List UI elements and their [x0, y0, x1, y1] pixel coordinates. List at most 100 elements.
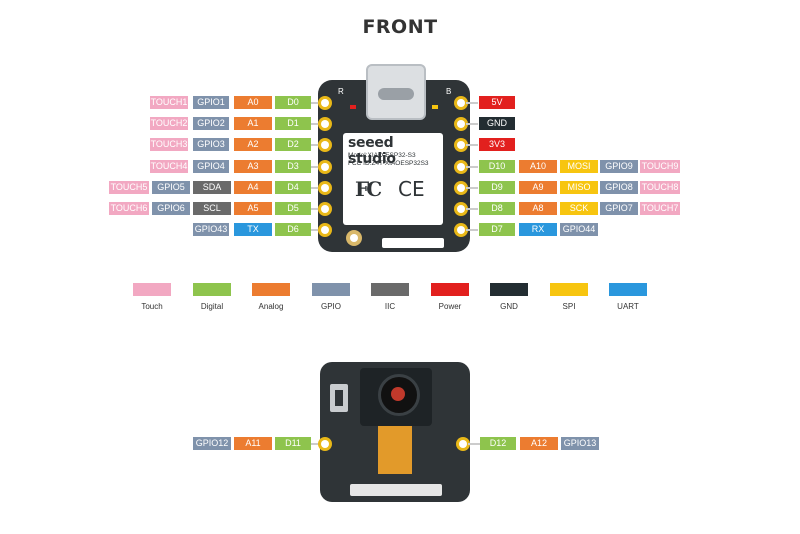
pin-pad	[318, 138, 332, 152]
pin-label-touch: TOUCH8	[640, 181, 680, 194]
pin-label-analog: A2	[234, 138, 272, 151]
legend-swatch-power	[431, 283, 469, 296]
pin-label-digital: D3	[275, 160, 311, 173]
pin-label-gpio: GPIO6	[152, 202, 190, 215]
legend-label-digital: Digital	[200, 302, 224, 311]
pin-label-gpio: GPIO7	[600, 202, 638, 215]
pin-label-gpio: GPIO13	[561, 437, 599, 450]
pin-label-digital: D7	[479, 223, 515, 236]
pin-label-digital: D9	[479, 181, 515, 194]
page-title: FRONT	[362, 16, 438, 38]
pin-label-digital: D11	[275, 437, 311, 450]
pin-pad	[318, 181, 332, 195]
usb-c-connector	[366, 64, 426, 120]
pin-connector-line	[468, 443, 480, 445]
legend-label-gnd: GND	[500, 302, 518, 311]
pin-connector-line	[311, 187, 321, 189]
pin-label-gpio: GPIO1	[193, 96, 229, 109]
pin-label-touch: TOUCH9	[640, 160, 680, 173]
camera-lens-icon	[378, 374, 420, 416]
legend-swatch-spi	[550, 283, 588, 296]
pin-label-uart: RX	[519, 223, 557, 236]
pin-label-analog: A5	[234, 202, 272, 215]
microphone-icon	[330, 384, 348, 412]
pin-pad	[454, 160, 468, 174]
pin-label-touch: TOUCH3	[150, 138, 188, 151]
pin-connector-line	[311, 229, 321, 231]
legend-label-uart: UART	[617, 302, 639, 311]
pin-pad	[318, 223, 332, 237]
legend-swatch-gpio	[312, 283, 350, 296]
back-connector	[350, 484, 442, 496]
legend-label-spi: SPI	[562, 302, 576, 311]
pin-pad	[454, 181, 468, 195]
pin-label-gpio: GPIO3	[193, 138, 229, 151]
pin-pad	[318, 96, 332, 110]
pin-label-touch: TOUCH4	[150, 160, 188, 173]
pin-pad	[318, 437, 332, 451]
pin-label-digital: D8	[479, 202, 515, 215]
legend-label-touch: Touch	[141, 302, 163, 311]
model-text: Model:XIAO-ESP32-S3	[348, 152, 416, 159]
pin-label-gpio: GPIO4	[193, 160, 229, 173]
legend-label-iic: IIC	[384, 302, 396, 311]
pin-label-gnd: GND	[479, 117, 515, 130]
pin-label-gpio: GPIO12	[193, 437, 231, 450]
pin-connector-line	[311, 166, 321, 168]
legend-swatch-gnd	[490, 283, 528, 296]
pin-connector-line	[466, 144, 478, 146]
pin-label-spi: MOSI	[560, 160, 598, 173]
pin-label-spi: MISO	[560, 181, 598, 194]
fcc-id-text: FCC ID:Z4T-XIAOESP32S3	[348, 160, 429, 167]
pin-pad	[318, 202, 332, 216]
pin-label-touch: TOUCH5	[109, 181, 149, 194]
pin-label-touch: TOUCH6	[109, 202, 149, 215]
pin-connector-line	[311, 102, 321, 104]
legend-swatch-touch	[133, 283, 171, 296]
camera-module	[360, 368, 432, 426]
pin-label-power: 5V	[479, 96, 515, 109]
legend-swatch-analog	[252, 283, 290, 296]
pin-label-analog: A3	[234, 160, 272, 173]
back-board	[320, 362, 470, 502]
legend-label-analog: Analog	[258, 302, 284, 311]
pin-label-analog: A4	[234, 181, 272, 194]
pin-label-iic: SDA	[193, 181, 231, 194]
pin-connector-line	[466, 187, 478, 189]
antenna-connector-icon	[346, 230, 362, 246]
pin-label-analog: A11	[234, 437, 272, 450]
silk-label-b: B	[446, 87, 452, 96]
pin-label-analog: A1	[234, 117, 272, 130]
pin-connector-line	[466, 208, 478, 210]
pin-label-digital: D2	[275, 138, 311, 151]
pin-label-power: 3V3	[479, 138, 515, 151]
pin-label-analog: A10	[519, 160, 557, 173]
led-red	[350, 105, 356, 109]
pin-connector-line	[466, 102, 478, 104]
pin-label-uart: TX	[234, 223, 272, 236]
pin-label-touch: TOUCH2	[150, 117, 188, 130]
pin-connector-line	[466, 123, 478, 125]
fpc-connector	[382, 238, 444, 248]
pin-label-digital: D12	[480, 437, 516, 450]
pin-label-iic: SCL	[193, 202, 231, 215]
fcc-mark-icon: FC	[355, 177, 382, 201]
pin-label-analog: A0	[234, 96, 272, 109]
pin-pad	[454, 96, 468, 110]
pin-label-gpio: GPIO8	[600, 181, 638, 194]
legend-label-power: Power	[438, 302, 462, 311]
led-yellow	[432, 105, 438, 109]
camera-flex-cable	[378, 426, 412, 474]
pin-label-analog: A12	[520, 437, 558, 450]
brand-logo: seeed studio	[348, 135, 396, 167]
pin-connector-line	[311, 443, 321, 445]
pin-pad	[456, 437, 470, 451]
pin-connector-line	[311, 144, 321, 146]
pin-pad	[318, 117, 332, 131]
legend-swatch-iic	[371, 283, 409, 296]
pin-label-analog: A9	[519, 181, 557, 194]
pin-label-digital: D5	[275, 202, 311, 215]
pin-label-analog: A8	[519, 202, 557, 215]
silk-label-r: R	[338, 87, 344, 96]
pin-label-digital: D4	[275, 181, 311, 194]
